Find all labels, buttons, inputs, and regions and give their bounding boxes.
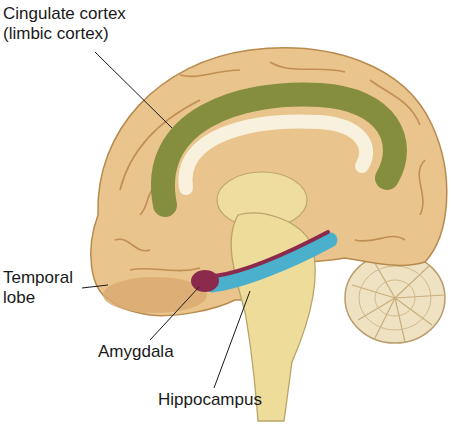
hippocampus [212,240,330,285]
structure-label: Temporal lobe [3,268,83,309]
structure-label: Cingulate cortex (limbic cortex) [3,4,153,45]
structure-label: Hippocampus [158,390,308,410]
fornix [215,232,328,276]
amygdala [191,270,219,292]
structure-label: Amygdala [98,342,208,362]
cerebrum [91,48,447,316]
cerebellum [345,253,445,343]
leader-lines [82,52,250,388]
